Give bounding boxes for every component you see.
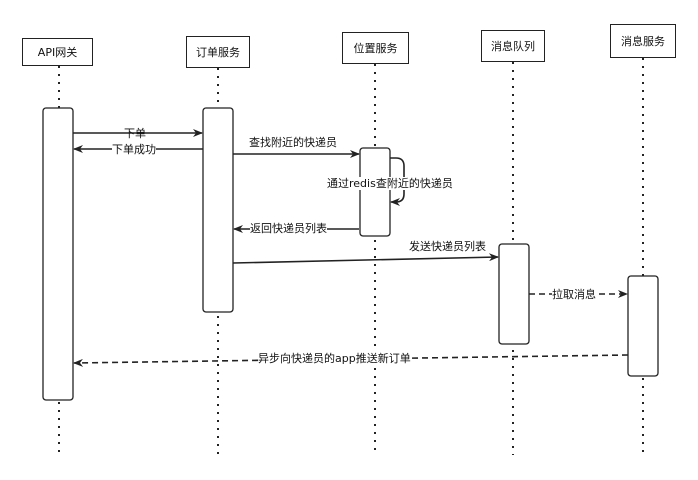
message-label-m3: 查找附近的快递员	[249, 136, 337, 149]
message-label-m2: 下单成功	[112, 143, 156, 156]
activation-order	[202, 107, 234, 313]
participant-message-service: 消息服务	[610, 24, 676, 58]
participant-order-service: 订单服务	[186, 36, 250, 68]
message-label-m7: 拉取消息	[552, 288, 596, 301]
activation-mq	[498, 243, 530, 345]
participant-label: 订单服务	[196, 45, 240, 59]
participant-label: 消息队列	[491, 39, 535, 53]
participant-label: API网关	[37, 45, 78, 59]
message-label-m1: 下单	[124, 127, 146, 140]
message-label-m8: 异步向快递员的app推送新订单	[258, 352, 411, 365]
message-label-m5: 返回快递员列表	[250, 222, 327, 235]
message-label-m4: 通过redis查附近的快递员	[327, 177, 453, 190]
activation-msg	[627, 275, 659, 377]
participant-message-queue: 消息队列	[481, 30, 545, 62]
activation-api	[42, 107, 74, 401]
participant-api-gateway: API网关	[22, 38, 93, 66]
arrow-m6	[232, 253, 499, 264]
message-label-m6: 发送快递员列表	[409, 240, 486, 253]
activation-location	[359, 147, 391, 237]
participant-location-service: 位置服务	[342, 32, 409, 64]
arrow-m8	[73, 354, 629, 367]
participant-label: 消息服务	[621, 34, 665, 48]
participant-label: 位置服务	[353, 41, 398, 55]
